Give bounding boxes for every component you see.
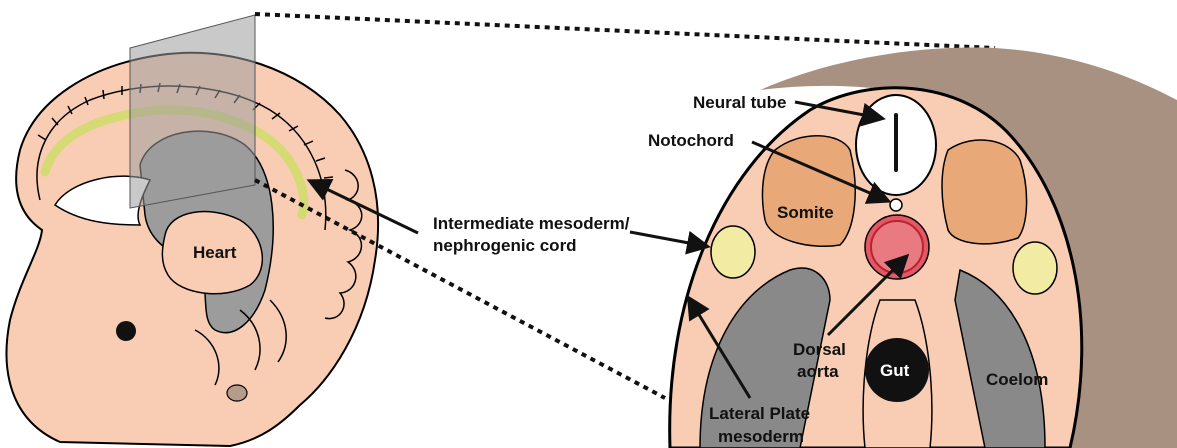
- projection-line-top: [255, 14, 995, 48]
- arrow-intermediate-to-section: [630, 232, 705, 246]
- notochord: [890, 199, 902, 211]
- nephrogenic-cord-right: [1013, 242, 1057, 294]
- heart-label: Heart: [193, 243, 237, 262]
- notochord-label: Notochord: [648, 131, 734, 150]
- embryo-side-view: Heart: [7, 15, 379, 446]
- gut-label: Gut: [880, 361, 910, 380]
- dorsal-aorta-label-line2: aorta: [797, 362, 839, 381]
- somite-right: [942, 140, 1027, 244]
- lateral-plate-label-line1: Lateral Plate: [709, 404, 810, 423]
- eye: [116, 321, 136, 341]
- section-plane: [130, 15, 255, 208]
- intermediate-label-line2: nephrogenic cord: [433, 236, 577, 255]
- neural-tube-label: Neural tube: [693, 93, 787, 112]
- otic-placode: [227, 385, 247, 401]
- nephrogenic-cord-left: [711, 226, 755, 278]
- somite-label: Somite: [777, 203, 834, 222]
- coelom-label: Coelom: [986, 370, 1048, 389]
- dorsal-aorta-label-line1: Dorsal: [793, 340, 846, 359]
- intermediate-label-line1: Intermediate mesoderm/: [433, 214, 630, 233]
- lateral-plate-label-line2: mesoderm: [718, 427, 804, 446]
